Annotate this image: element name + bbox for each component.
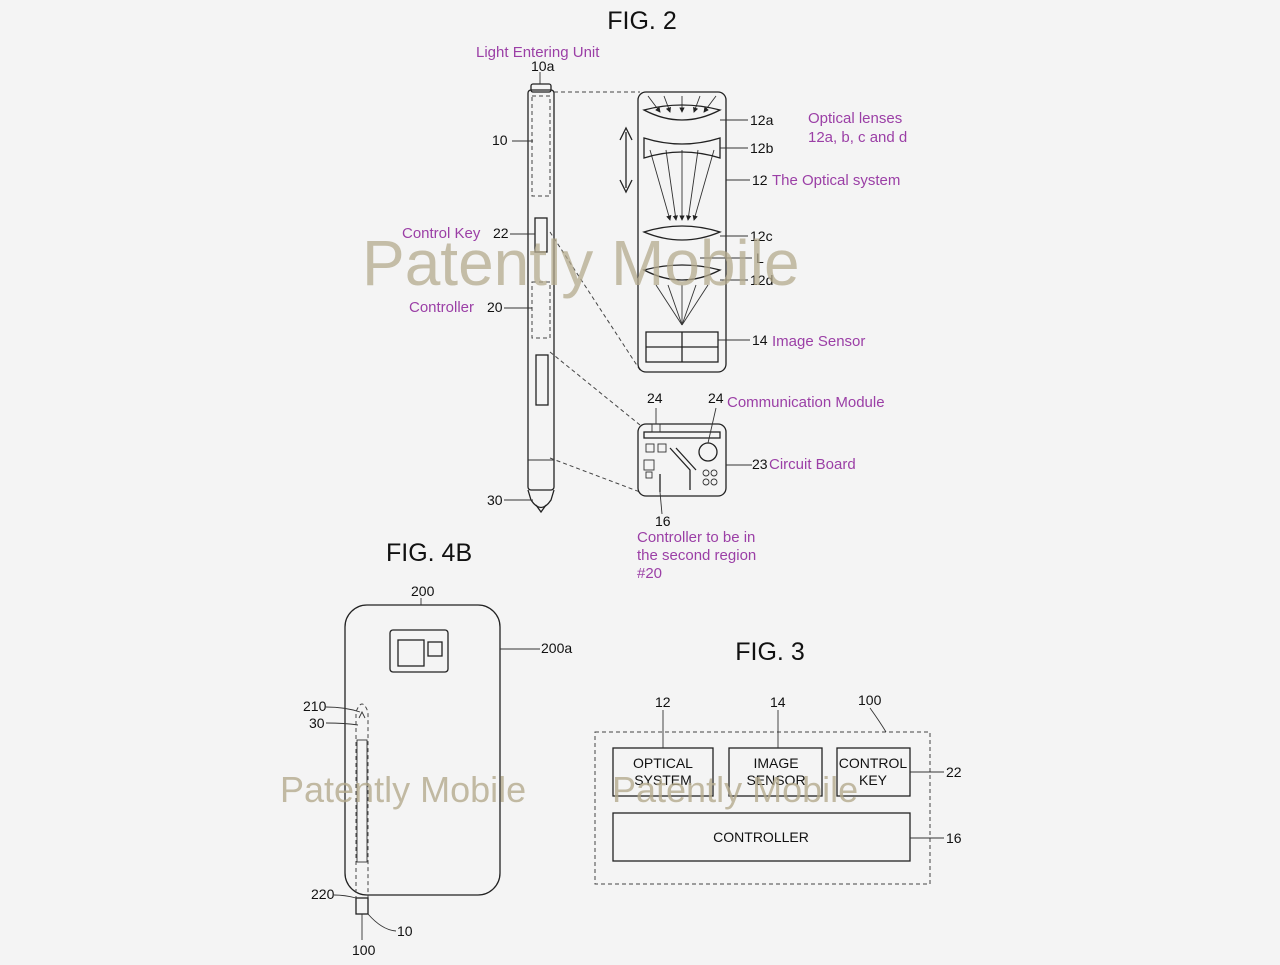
fig4b-leader-lines xyxy=(325,598,540,940)
image-sensor-label: Image Sensor xyxy=(772,333,865,350)
ref-12c: 12c xyxy=(750,228,773,244)
fig3-ref-14: 14 xyxy=(770,694,786,710)
ref-10a: 10a xyxy=(531,58,555,74)
fig2-title: FIG. 2 xyxy=(607,7,676,35)
controller-box[interactable] xyxy=(612,812,911,862)
ref-16: 16 xyxy=(655,513,671,529)
image-sensor-box[interactable] xyxy=(728,747,823,797)
phone-camera-flash xyxy=(427,641,443,657)
ref-22: 22 xyxy=(493,225,509,241)
controller-note-line2: the second region xyxy=(637,547,756,564)
optical-lenses-label-line1: Optical lenses xyxy=(808,110,902,127)
ref-24-right: 24 xyxy=(708,390,724,406)
fig3-ref-22: 22 xyxy=(946,764,962,780)
fig3-ref-16: 16 xyxy=(946,830,962,846)
figure-4b: FIG. 4B 200 200a 210 30 220 100 10 xyxy=(303,539,572,958)
fig3-leader-lines xyxy=(662,707,944,839)
communication-module-label: Communication Module xyxy=(727,394,885,411)
controller-note-line1: Controller to be in xyxy=(637,529,755,546)
phone-body xyxy=(344,604,501,896)
controller-box-label: CONTROLLER xyxy=(713,829,809,845)
fig4b-ref-200: 200 xyxy=(411,583,435,599)
lens-12d xyxy=(642,264,722,281)
ref-L: L xyxy=(756,250,764,266)
projection-line-low xyxy=(549,351,641,426)
fig4b-ref-100: 100 xyxy=(352,942,376,958)
pen-control-key xyxy=(534,217,548,253)
image-box-line2: SENSOR xyxy=(746,772,805,788)
optical-leader-lines xyxy=(699,119,752,341)
watermark-bottom-right: Patently Mobile xyxy=(612,769,858,810)
fig4b-ref-200a: 200a xyxy=(541,640,572,656)
light-entering-window xyxy=(530,83,552,93)
watermark-bottom-left: Patently Mobile xyxy=(280,769,526,810)
pen-tip-point xyxy=(535,504,547,514)
optical-box-line2: SYSTEM xyxy=(634,772,692,788)
figure-3: FIG. 3 12 14 100 22 16 OPTICAL SYSTEM IM… xyxy=(594,638,962,885)
fig3-title: FIG. 3 xyxy=(735,638,804,666)
optical-system-detail xyxy=(619,91,727,373)
pen-body xyxy=(527,89,555,491)
zoom-arrow-down xyxy=(619,179,633,194)
inserted-pen-outline xyxy=(355,703,369,900)
fig4b-ref-210: 210 xyxy=(303,698,327,714)
controller-label: Controller xyxy=(409,299,474,316)
fig3-ref-12: 12 xyxy=(655,694,671,710)
circuit-board-housing xyxy=(637,423,727,497)
fig3-ref-100: 100 xyxy=(858,692,882,708)
ref-24-left: 24 xyxy=(647,390,663,406)
projection-line-bottom xyxy=(549,457,641,493)
image-box-line1: IMAGE xyxy=(753,755,798,771)
ref-12d: 12d xyxy=(750,272,773,288)
comm-module-left xyxy=(651,423,661,433)
control-box-line1: CONTROL xyxy=(839,755,908,771)
device-100-boundary xyxy=(594,731,931,885)
ref-12b: 12b xyxy=(750,140,774,156)
circuit-strip xyxy=(643,431,721,439)
ref-10: 10 xyxy=(492,132,508,148)
lens-12a xyxy=(642,104,722,121)
lens-12b xyxy=(643,137,721,159)
optical-housing xyxy=(637,91,727,373)
light-rays xyxy=(647,95,717,326)
ref-12: 12 xyxy=(752,172,768,188)
pen-end-protrusion xyxy=(355,897,369,915)
fig4b-title: FIG. 4B xyxy=(386,539,472,567)
phone-camera-module xyxy=(389,629,449,673)
inserted-pen-body xyxy=(356,739,368,863)
phone-camera-lens xyxy=(397,639,425,667)
zoom-arrow-up xyxy=(619,126,633,141)
figure-2: FIG. 2 xyxy=(402,7,907,582)
optical-lenses-label-line2: 12a, b, c and d xyxy=(808,129,907,146)
ref-12a: 12a xyxy=(750,112,774,128)
pen-controller-region xyxy=(531,281,551,339)
control-key-label: Control Key xyxy=(402,225,481,242)
fig4b-ref-220: 220 xyxy=(311,886,335,902)
optical-system-label: The Optical system xyxy=(772,172,900,189)
ref-14: 14 xyxy=(752,332,768,348)
optical-box-line1: OPTICAL xyxy=(633,755,693,771)
circuit-board-label: Circuit Board xyxy=(769,456,856,473)
inserted-pen-tip xyxy=(358,710,366,719)
controller-note-line3: #20 xyxy=(637,565,662,582)
comm-module-round xyxy=(698,442,718,462)
control-box-line2: KEY xyxy=(859,772,888,788)
pen-battery-slot xyxy=(535,354,549,406)
ref-23: 23 xyxy=(752,456,768,472)
circuit-board-detail xyxy=(637,407,752,515)
fig4b-ref-30: 30 xyxy=(309,715,325,731)
fig4b-ref-10: 10 xyxy=(397,923,413,939)
pen-tip-cone xyxy=(527,489,555,509)
ref-30: 30 xyxy=(487,492,503,508)
light-entering-unit-label: Light Entering Unit xyxy=(476,44,600,61)
pen-leader-lines xyxy=(503,72,541,501)
pen-optical-region xyxy=(531,95,551,197)
watermark-top: Patently Mobile xyxy=(362,227,800,299)
flex-cable xyxy=(669,447,697,490)
ref-20: 20 xyxy=(487,299,503,315)
lens-12c xyxy=(642,225,722,241)
